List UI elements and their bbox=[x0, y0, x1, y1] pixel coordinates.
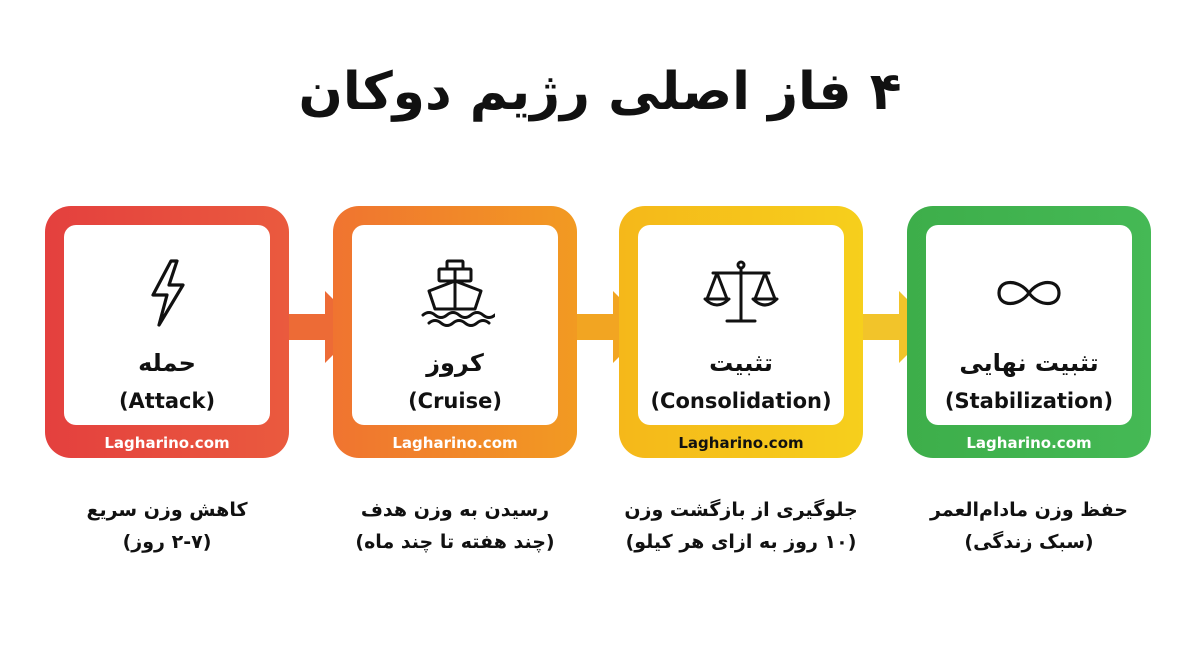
lightning-icon bbox=[151, 259, 185, 327]
diagram-title: ۴ فاز اصلی رژیم دوکان bbox=[298, 62, 902, 122]
site-label: Lagharino.com bbox=[104, 434, 230, 452]
phase-description-attack: کاهش وزن سریع (۲-۷ روز) bbox=[37, 494, 297, 558]
phase-description-stabilization: حفظ وزن مادام‌العمر (سبک زندگی) bbox=[899, 494, 1159, 558]
phase-english-name: (Consolidation) bbox=[650, 389, 832, 413]
description-line: رسیدن به وزن هدف bbox=[360, 499, 550, 521]
phase-name: تثبیت نهایی bbox=[959, 349, 1099, 377]
phase-card-body: تثبیت نهایی (Stabilization) bbox=[926, 225, 1132, 425]
description-line: کاهش وزن سریع bbox=[86, 499, 248, 521]
phase-card-cruise: کروز (Cruise) Lagharino.com bbox=[333, 206, 577, 458]
phase-name: حمله bbox=[138, 349, 196, 377]
phase-card-body: تثبیت (Consolidation) bbox=[638, 225, 844, 425]
site-label: Lagharino.com bbox=[678, 434, 804, 452]
phase-name: کروز bbox=[426, 349, 484, 377]
description-duration: (۱۰ روز به ازای هر کیلو) bbox=[625, 531, 857, 553]
description-line: حفظ وزن مادام‌العمر bbox=[930, 499, 1128, 521]
site-label: Lagharino.com bbox=[966, 434, 1092, 452]
phase-english-name: (Attack) bbox=[118, 389, 216, 413]
description-duration: (سبک زندگی) bbox=[964, 531, 1094, 553]
infinity-icon bbox=[997, 280, 1061, 306]
phase-card-stabilization: تثبیت نهایی (Stabilization) Lagharino.co… bbox=[907, 206, 1151, 458]
phase-description-consolidation: جلوگیری از بازگشت وزن (۱۰ روز به ازای هر… bbox=[611, 494, 871, 558]
phase-description-cruise: رسیدن به وزن هدف (چند هفته تا چند ماه) bbox=[325, 494, 585, 558]
scales-icon bbox=[703, 260, 779, 323]
phase-card-attack: حمله (Attack) Lagharino.com bbox=[45, 206, 289, 458]
phase-english-name: (Stabilization) bbox=[944, 389, 1114, 413]
phase-english-name: (Cruise) bbox=[408, 389, 502, 413]
ship-icon bbox=[421, 259, 495, 327]
description-duration: (۲-۷ روز) bbox=[122, 531, 212, 553]
phase-card-body: حمله (Attack) bbox=[64, 225, 270, 425]
phase-card-consolidation: تثبیت (Consolidation) Lagharino.com bbox=[619, 206, 863, 458]
description-line: جلوگیری از بازگشت وزن bbox=[624, 499, 858, 521]
description-duration: (چند هفته تا چند ماه) bbox=[355, 531, 555, 553]
phase-card-body: کروز (Cruise) bbox=[352, 225, 558, 425]
site-label: Lagharino.com bbox=[392, 434, 518, 452]
phase-name: تثبیت bbox=[709, 349, 773, 377]
